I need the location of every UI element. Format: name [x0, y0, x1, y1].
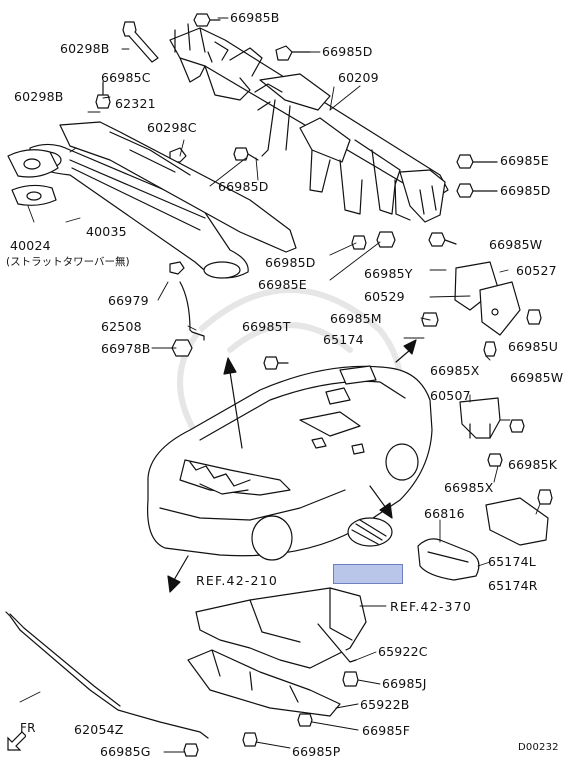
part-label-66985E[interactable]: 66985E [500, 153, 549, 168]
part-label-66979[interactable]: 66979 [108, 293, 149, 308]
part-label-66985F[interactable]: 66985F [362, 723, 411, 738]
part-label-66985E[interactable]: 66985E [258, 277, 307, 292]
front-direction-label: FR [20, 721, 36, 735]
part-label-60298B[interactable]: 60298B [14, 89, 64, 104]
front-direction-arrow-icon [7, 731, 26, 751]
right-brackets [263, 261, 553, 546]
part-label-66985P[interactable]: 66985P [292, 744, 341, 759]
part-label-60298B[interactable]: 60298B [60, 41, 110, 56]
part-label-66985M[interactable]: 66985M [330, 311, 382, 326]
part-label-66985G[interactable]: 66985G [100, 744, 151, 759]
part-label-62054Z[interactable]: 62054Z [74, 722, 124, 737]
strut-plate [7, 149, 59, 206]
direction-arrows [167, 339, 417, 593]
part-label-66978B[interactable]: 66978B [101, 341, 151, 356]
floor-cover [347, 517, 480, 581]
bar-bracket [59, 121, 297, 253]
reference-label-42-370[interactable]: REF.42-370 [390, 599, 473, 614]
part-label-66985U[interactable]: 66985U [508, 339, 559, 354]
part-label-65174[interactable]: 65174 [323, 332, 364, 347]
part-label-65174R[interactable]: 65174R [488, 578, 538, 593]
under-panel [187, 587, 367, 747]
part-label-66985W[interactable]: 66985W [510, 370, 564, 385]
part-label-66985B[interactable]: 66985B [230, 10, 280, 25]
grommet-rod [169, 261, 205, 357]
part-label-40024[interactable]: 40024 [10, 238, 51, 253]
steering-support-member [169, 23, 449, 223]
part-label-66985K[interactable]: 66985K [508, 457, 558, 472]
part-label-66985D[interactable]: 66985D [500, 183, 551, 198]
part-label-60529[interactable]: 60529 [364, 289, 405, 304]
reference-label-42-210[interactable]: REF.42-210 [196, 573, 279, 588]
part-label-60298C[interactable]: 60298C [147, 120, 197, 135]
part-label-66985W[interactable]: 66985W [489, 237, 543, 252]
part-label-60209[interactable]: 60209 [338, 70, 379, 85]
part-label-62321[interactable]: 62321 [115, 96, 156, 111]
part-label-66985D[interactable]: 66985D [218, 179, 269, 194]
part-note-40024: (ストラットタワーバー無) [6, 256, 130, 268]
part-label-66985C[interactable]: 66985C [101, 70, 151, 85]
part-label-66816[interactable]: 66816 [424, 506, 465, 521]
part-label-66985X[interactable]: 66985X [430, 363, 480, 378]
part-label-66985X[interactable]: 66985X [444, 480, 494, 495]
bolts-support [95, 13, 498, 250]
part-label-40035[interactable]: 40035 [86, 224, 127, 239]
part-label-66985J[interactable]: 66985J [382, 676, 427, 691]
part-label-66985T[interactable]: 66985T [242, 319, 291, 334]
diagram-id: D00232 [518, 742, 559, 753]
part-label-66985D[interactable]: 66985D [322, 44, 373, 59]
highlighted-part-marker [333, 564, 403, 584]
part-label-65922B[interactable]: 65922B [360, 697, 410, 712]
part-label-60527[interactable]: 60527 [516, 263, 557, 278]
long-rod [5, 611, 209, 757]
part-label-66985D[interactable]: 66985D [265, 255, 316, 270]
part-label-66985Y[interactable]: 66985Y [364, 266, 413, 281]
part-label-60507[interactable]: 60507 [430, 388, 471, 403]
part-label-62508[interactable]: 62508 [101, 319, 142, 334]
leader-lines [19, 17, 541, 753]
car-body-outline [147, 365, 433, 561]
part-label-65922C[interactable]: 65922C [378, 644, 428, 659]
part-label-65174L[interactable]: 65174L [488, 554, 536, 569]
